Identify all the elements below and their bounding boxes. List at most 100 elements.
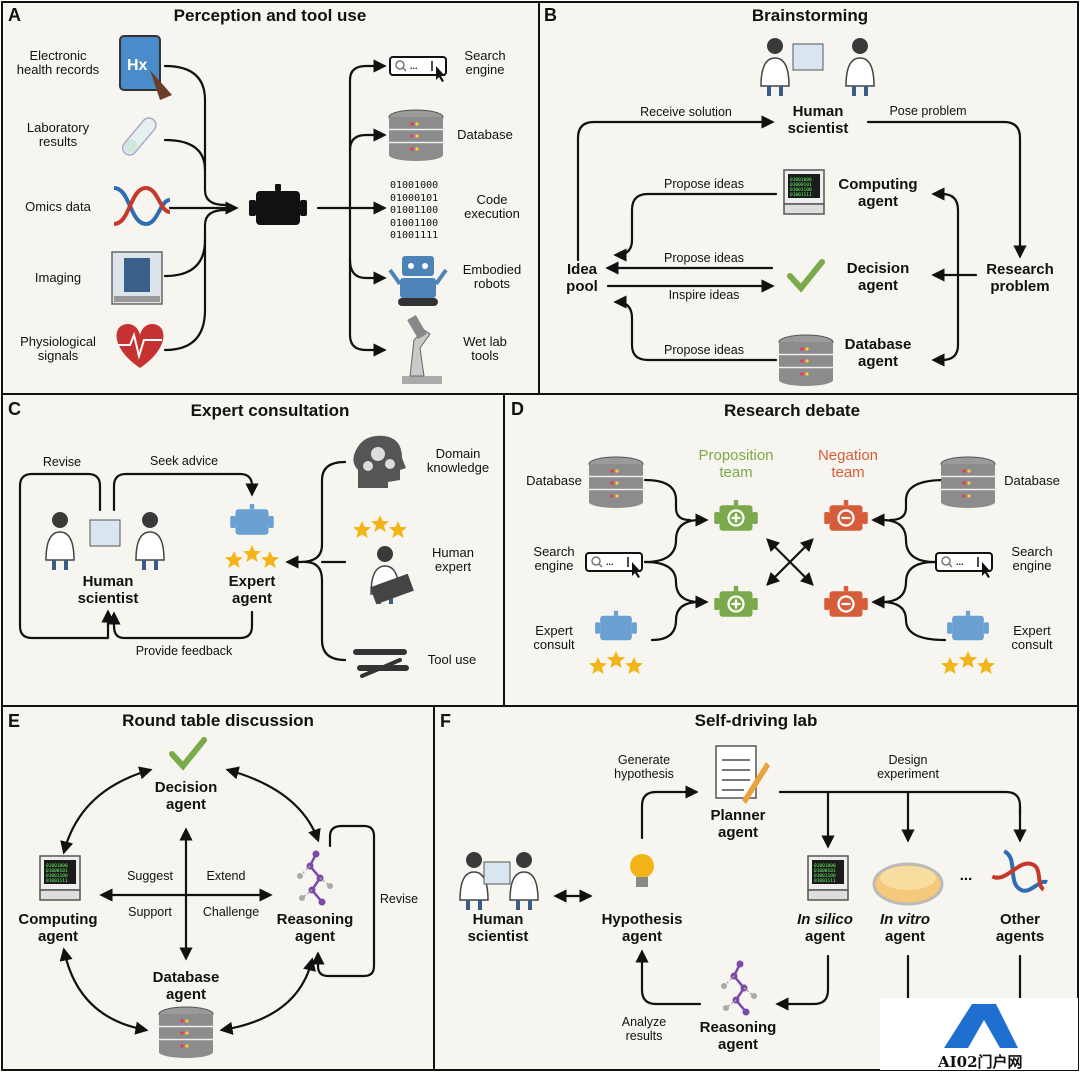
watermark-logo (880, 998, 1078, 1070)
planner-clipboard-icon (715, 745, 770, 804)
database-agent-icon (778, 334, 834, 387)
tool-database-label: Database (457, 127, 513, 142)
expert-agent-c-label: Expert agent (228, 573, 276, 607)
database-d-right-icon (940, 456, 996, 509)
negation-robot-bottom-icon (824, 586, 868, 617)
revise-c-label: Revise (42, 455, 82, 469)
input-physiological-label: Physiological signals (20, 334, 96, 364)
more-agents-ellipsis: ... (959, 867, 973, 884)
tool-robots-label: Embodied robots (462, 262, 522, 292)
negation-team-label: Negation team (817, 447, 879, 481)
input-lab-results-label: Laboratory results (26, 120, 90, 150)
panel-b-letter: B (544, 5, 557, 25)
database-agent-b-label: Database agent (844, 336, 912, 370)
panel-f-wires (553, 785, 1027, 1011)
panel-e-letter: E (8, 711, 21, 731)
other-agents-label: Other agents (995, 911, 1045, 945)
expert-d-right-label: Expert consult (1011, 623, 1053, 653)
human-scientists-c-illustration (44, 510, 166, 572)
provide-feedback-label: Provide feedback (135, 644, 233, 658)
database-e-icon (158, 1006, 214, 1059)
research-problem-label: Research problem (986, 261, 1054, 295)
receive-solution-label: Receive solution (640, 105, 732, 119)
panel-d-wires (643, 478, 947, 642)
panel-e-wires (59, 766, 376, 1035)
human-scientist-c-label: Human scientist (77, 573, 139, 607)
panel-c-letter: C (8, 399, 21, 419)
search-d-left-label: Search engine (533, 544, 575, 574)
human-scientists-illustration (759, 36, 876, 98)
ehr-tablet-icon: Hx (119, 35, 172, 100)
tool-use-label: Tool use (427, 652, 477, 667)
tool-wetlab-label: Wet lab tools (463, 334, 507, 364)
human-expert-label: Human expert (432, 545, 474, 575)
heart-signal-icon (116, 324, 164, 368)
domain-knowledge-head-icon (353, 435, 406, 488)
embodied-robot-icon (388, 256, 448, 306)
propose-ideas-1-label: Propose ideas (664, 177, 744, 191)
computing-agent-b-label: Computing agent (838, 176, 918, 210)
proposition-team-label: Proposition team (698, 447, 774, 481)
computing-monitor-icon (783, 169, 825, 215)
svg-text:Hx: Hx (127, 57, 148, 74)
expert-d-left-label: Expert consult (533, 623, 575, 653)
tool-search-label: Search engine (464, 48, 506, 78)
propose-ideas-3-label: Propose ideas (664, 343, 744, 357)
in-vitro-agent-label: In vitro agent (879, 911, 931, 945)
computing-e-monitor-icon (39, 855, 81, 901)
human-scientist-f-label: Human scientist (467, 911, 529, 945)
design-experiment-label: Design experiment (877, 753, 939, 781)
panel-b-title: Brainstorming (751, 6, 869, 25)
panel-d (503, 393, 1079, 707)
input-omics-label: Omics data (25, 199, 91, 214)
watermark-text: AI02门户网 (938, 1053, 1023, 1071)
dna-icon (113, 185, 171, 227)
reasoning-agent-e-label: Reasoning agent (276, 911, 354, 945)
search-d-right-label: Search engine (1011, 544, 1053, 574)
inspire-ideas-label: Inspire ideas (668, 288, 740, 302)
test-tube-icon (121, 117, 157, 156)
panel-f-title: Self-driving lab (694, 711, 818, 730)
generate-hypothesis-label: Generate hypothesis (614, 753, 674, 781)
other-agents-dna-icon (991, 849, 1048, 893)
tool-code-label: Code execution (464, 192, 520, 222)
propose-ideas-2-label: Propose ideas (664, 251, 744, 265)
human-expert-illustration (369, 544, 414, 606)
in-silico-agent-label: In silico agent (797, 911, 853, 945)
panel-a-letter: A (8, 5, 21, 25)
human-scientists-f-illustration (458, 850, 540, 912)
panel-c-title: Expert consultation (190, 401, 350, 420)
human-scientist-b-label: Human scientist (787, 103, 849, 137)
decision-agent-b-label: Decision agent (846, 260, 910, 294)
input-ehr-label: Electronic health records (16, 48, 100, 78)
imaging-scanner-icon (111, 251, 163, 305)
panel-d-title: Research debate (723, 401, 861, 420)
challenge-label: Challenge (202, 905, 260, 919)
support-label: Support (128, 905, 172, 919)
panel-c-wires (18, 460, 347, 662)
revise-e-label: Revise (379, 892, 419, 906)
microscope-icon (402, 314, 442, 384)
planner-agent-label: Planner agent (710, 807, 766, 841)
extend-label: Extend (206, 869, 246, 883)
database-d-left-icon (588, 456, 644, 509)
analyze-results-label: Analyze results (621, 1015, 667, 1043)
idea-pool-label: Idea pool (566, 261, 598, 295)
database-d-left-label: Database (526, 473, 582, 488)
tool-use-wrench-icon (353, 649, 409, 678)
database-d-right-label: Database (1004, 473, 1060, 488)
panel-f-letter: F (440, 711, 451, 731)
negation-robot-top-icon (824, 500, 868, 531)
proposition-robot-top-icon (714, 500, 758, 531)
panel-b-wires (576, 115, 1027, 367)
input-imaging-label: Imaging (34, 270, 82, 285)
panel-a-wires (163, 59, 387, 357)
panel-a-title: Perception and tool use (173, 6, 367, 25)
seek-advice-label: Seek advice (149, 454, 219, 468)
reasoning-agent-f-label: Reasoning agent (699, 1019, 777, 1053)
panel-d-letter: D (511, 399, 524, 419)
in-silico-monitor-icon (807, 855, 849, 901)
database-icon (388, 109, 444, 162)
